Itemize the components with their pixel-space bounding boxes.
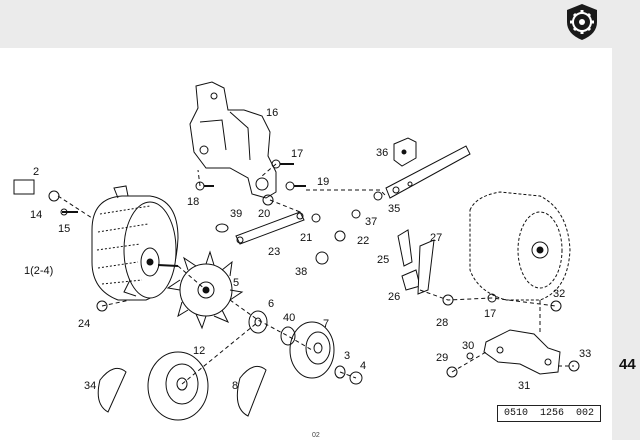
callout-label-12: 12 xyxy=(193,345,206,357)
washer-part-6 xyxy=(248,310,268,334)
callout-label-7: 7 xyxy=(323,318,330,330)
callout-label-20: 20 xyxy=(258,208,271,220)
belt-part-8 xyxy=(236,365,267,417)
strap-part-27 xyxy=(417,239,435,295)
bolt-part-37 xyxy=(351,209,361,219)
callout-label-21: 21 xyxy=(300,232,313,244)
regulator-part-2 xyxy=(13,179,35,195)
callout-label-19: 19 xyxy=(317,176,330,188)
assembly-lines xyxy=(57,163,574,385)
nut-part-32 xyxy=(550,300,562,312)
callout-label-8: 8 xyxy=(232,380,239,392)
shield-gear-logo-icon xyxy=(567,4,597,40)
callout-label-25: 25 xyxy=(377,254,390,266)
callout-label-24: 24 xyxy=(78,318,91,330)
right-margin-band xyxy=(612,0,640,440)
engine-outline-dashed xyxy=(469,191,571,301)
callout-label-33: 33 xyxy=(579,348,592,360)
callout-label-28: 28 xyxy=(436,317,449,329)
bolt-part-28 xyxy=(442,294,454,306)
link-rod-part xyxy=(215,211,305,245)
washer-part-3 xyxy=(334,365,346,379)
callout-label-27: 27 xyxy=(430,232,443,244)
nut-part-14 xyxy=(48,190,60,202)
washer-part-21 xyxy=(311,213,321,223)
callout-label-4: 4 xyxy=(360,360,367,372)
callout-label-32: 32 xyxy=(553,288,566,300)
callout-label-38: 38 xyxy=(295,266,308,278)
callout-label-29: 29 xyxy=(436,352,449,364)
washer-part-35 xyxy=(373,191,383,201)
callout-label-36: 36 xyxy=(376,147,389,159)
callout-label-5: 5 xyxy=(233,277,240,289)
page-number: 44 xyxy=(619,356,636,373)
pulley-part-7 xyxy=(289,321,335,379)
washer-part-20 xyxy=(262,194,274,206)
callout-label-31: 31 xyxy=(518,380,531,392)
nut-part-38 xyxy=(315,251,329,265)
spacer-part-25 xyxy=(397,229,413,267)
bottom-number: 02 xyxy=(312,432,320,439)
callout-label-14: 14 xyxy=(30,209,43,221)
nut-part-4 xyxy=(349,371,363,385)
belt-part-34 xyxy=(97,367,127,413)
callout-label-2: 2 xyxy=(33,166,40,178)
spacer-part-40 xyxy=(280,326,296,346)
callout-label-37: 37 xyxy=(365,216,378,228)
reference-code-box: 0510 1256 002 xyxy=(497,405,601,422)
callout-label-35: 35 xyxy=(388,203,401,215)
washer-part-30 xyxy=(466,352,474,360)
nut-part-24 xyxy=(96,300,108,312)
pulley-part-12 xyxy=(147,351,209,421)
callout-label-17b: 17 xyxy=(484,308,497,320)
callout-label-39: 39 xyxy=(230,208,243,220)
callout-label-23: 23 xyxy=(268,246,281,258)
callout-label-17a: 17 xyxy=(291,148,304,160)
fan-part xyxy=(166,250,244,330)
bracket-part xyxy=(189,81,277,199)
callout-label-16: 16 xyxy=(266,107,279,119)
callout-label-30: 30 xyxy=(462,340,475,352)
alternator-part xyxy=(91,185,179,301)
bushing-part-26 xyxy=(401,269,421,291)
tension-arm-part xyxy=(385,137,471,199)
callout-label-3: 3 xyxy=(344,350,351,362)
callout-label-26: 26 xyxy=(388,291,401,303)
callout-label-1: 1(2-4) xyxy=(24,265,54,277)
callout-label-22: 22 xyxy=(357,235,370,247)
bolt-part-22 xyxy=(334,230,346,242)
bolt-part-29 xyxy=(446,366,458,378)
bolt-part-19 xyxy=(285,181,295,191)
callout-label-6: 6 xyxy=(268,298,275,310)
header-band xyxy=(0,0,640,48)
callout-label-18: 18 xyxy=(187,196,200,208)
callout-label-15: 15 xyxy=(58,223,71,235)
callout-label-40: 40 xyxy=(283,312,296,324)
lower-bracket-part xyxy=(483,329,561,375)
callout-label-34: 34 xyxy=(84,380,97,392)
